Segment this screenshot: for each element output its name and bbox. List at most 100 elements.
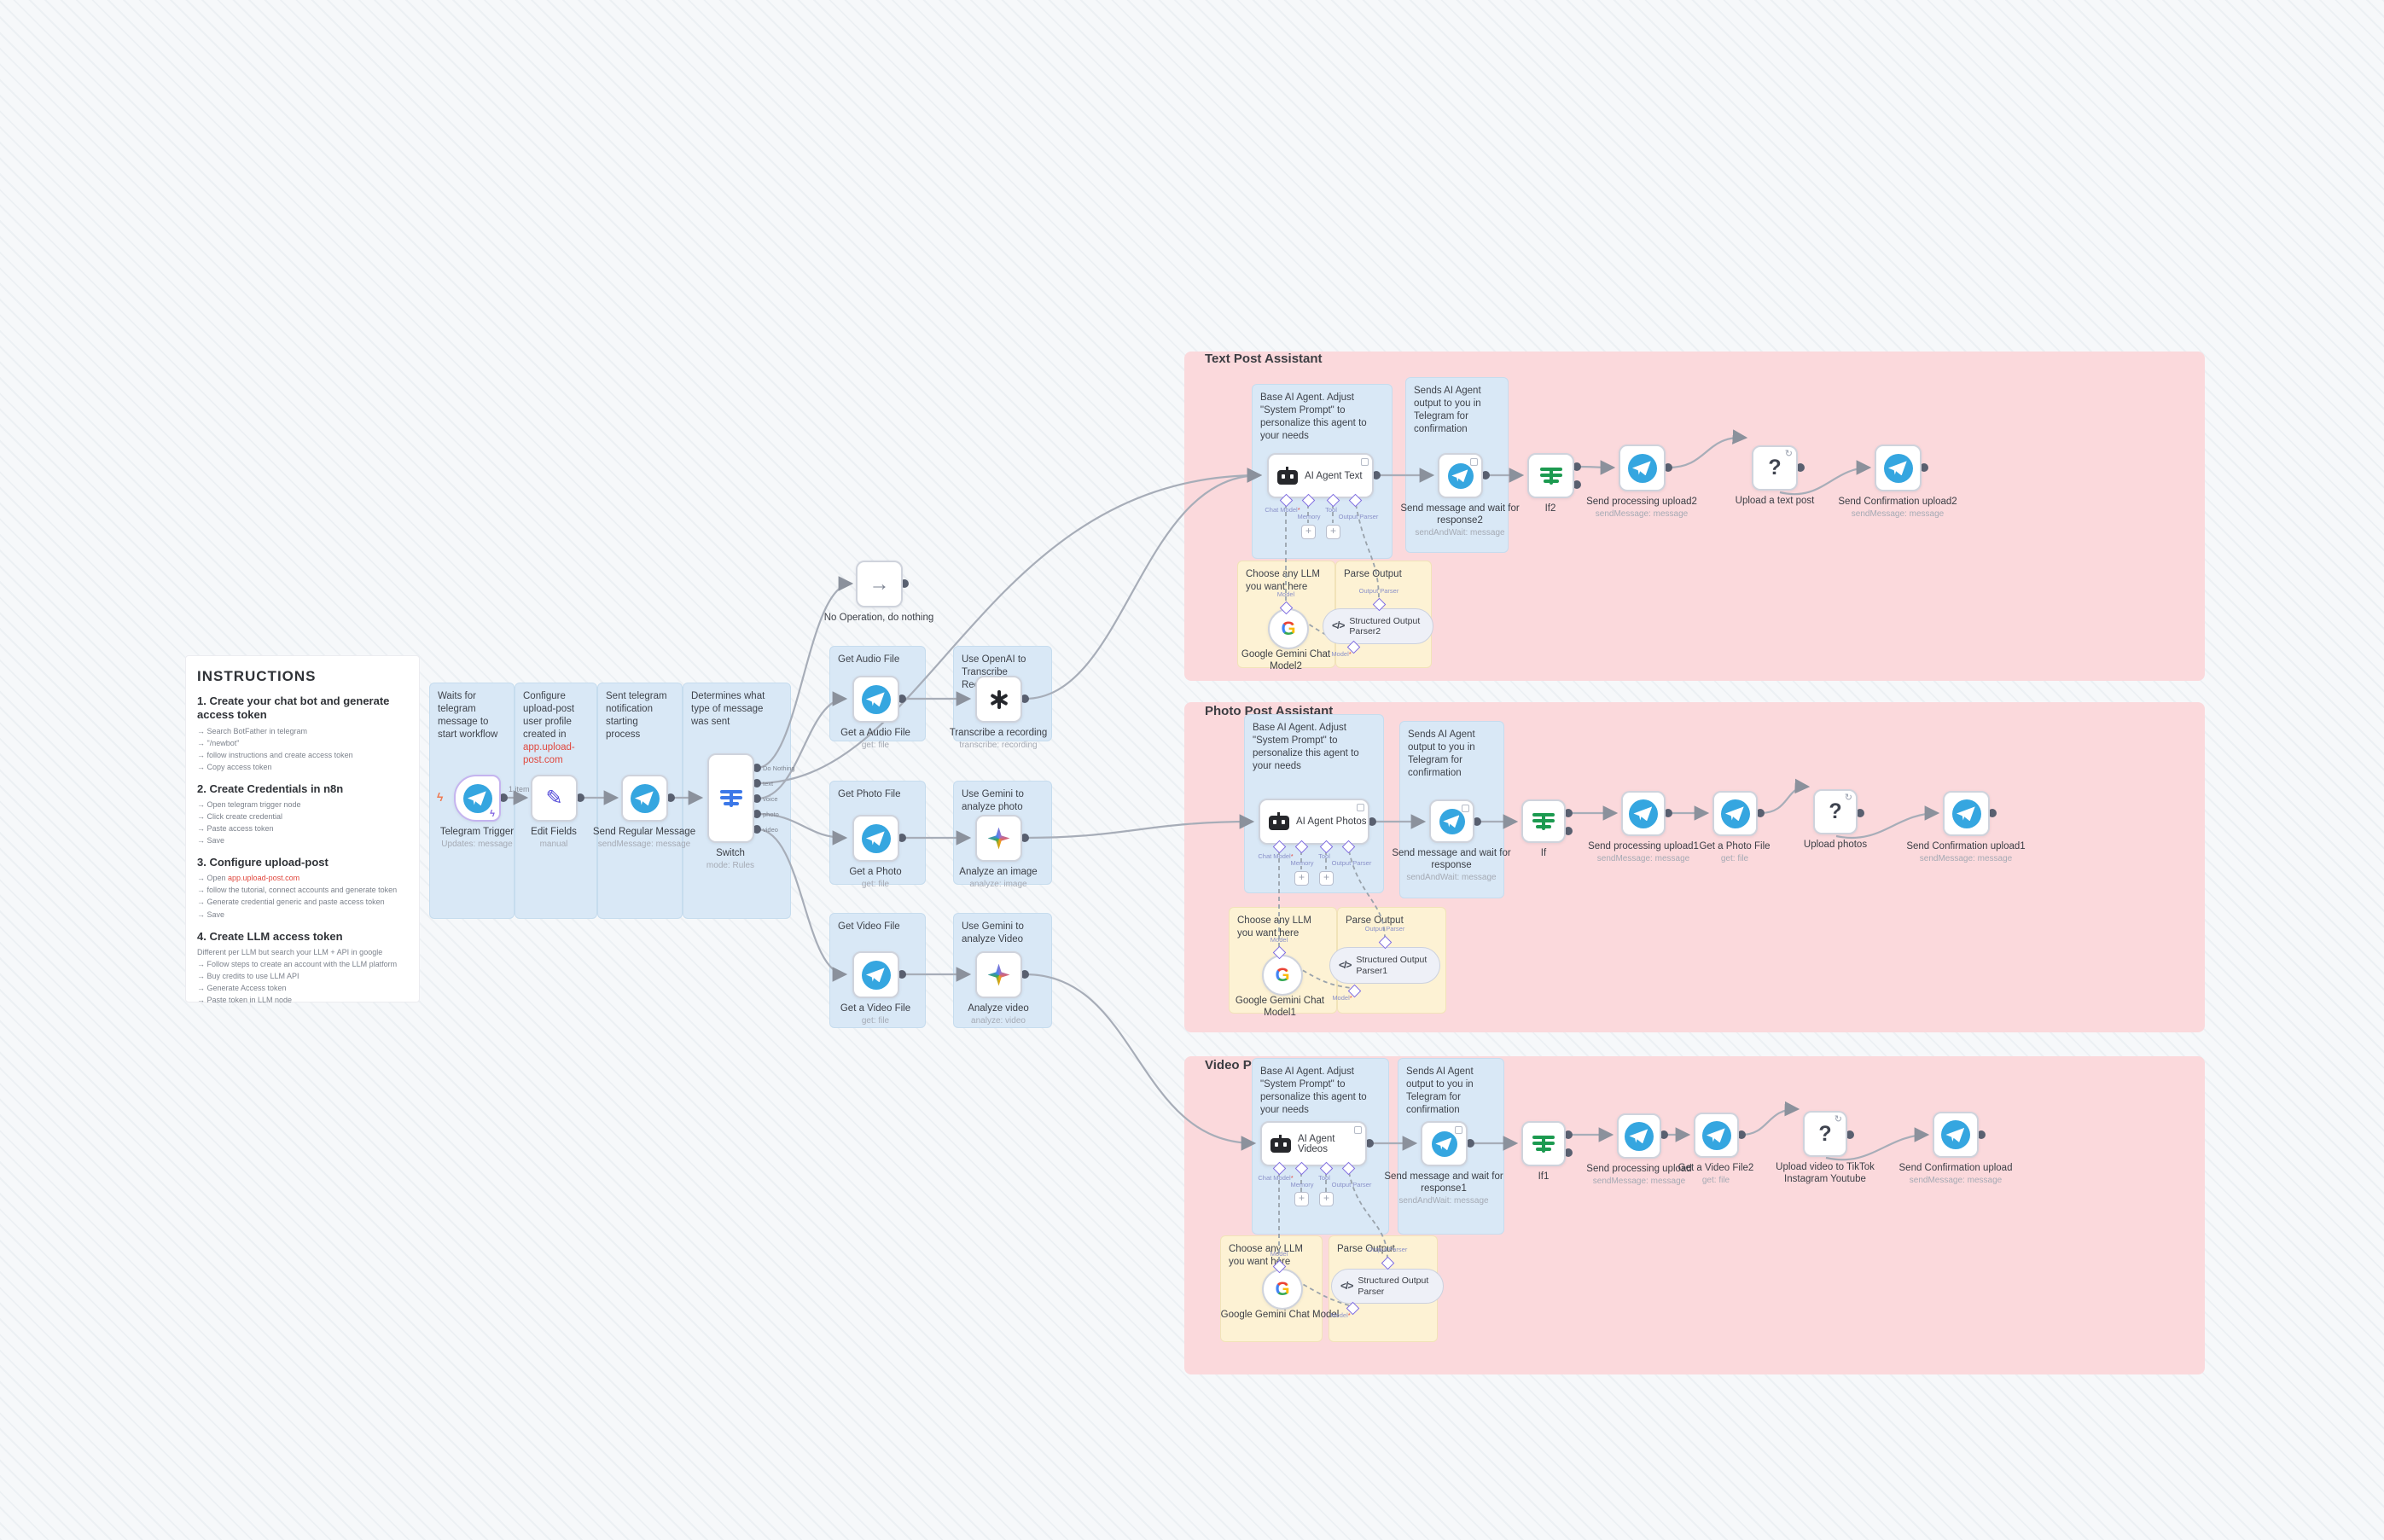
node-send-wait-response2[interactable] <box>1438 453 1483 498</box>
node-if1[interactable] <box>1521 1121 1566 1166</box>
node-no-operation[interactable]: → <box>856 561 903 607</box>
telegram-icon <box>1627 453 1657 483</box>
add-memory-button[interactable]: + <box>1294 871 1309 886</box>
openai-icon <box>989 689 1009 710</box>
instructions-heading-1: 1. Create your chat bot and generate acc… <box>197 694 390 722</box>
instructions-title: INSTRUCTIONS <box>197 668 317 684</box>
parser-model-label: Model* <box>1330 1311 1351 1319</box>
instructions-heading-4: 4. Create LLM access token <box>197 929 343 943</box>
port-label-output-parser: Output Parser <box>1331 859 1372 867</box>
node-send-regular-message[interactable] <box>621 775 668 822</box>
upload-post-link[interactable]: app.upload-post.com <box>228 874 300 883</box>
node-gemini-chat-model2[interactable]: G <box>1268 608 1309 649</box>
switch-output-label: Do Nothing <box>763 764 795 772</box>
telegram-icon <box>1447 462 1474 489</box>
telegram-icon <box>861 684 891 714</box>
node-gemini-chat-model[interactable]: G <box>1262 1269 1303 1310</box>
port-label-output-parser: Output Parser <box>1331 1181 1372 1188</box>
node-send-processing-upload1[interactable] <box>1621 791 1666 836</box>
port-label-tool: Tool <box>1325 506 1337 514</box>
question-mark-icon: ? <box>1829 799 1842 823</box>
node-send-processing-upload2[interactable] <box>1619 445 1666 491</box>
switch-output-label: photo <box>763 811 779 818</box>
node-if2[interactable] <box>1527 453 1574 498</box>
switch-output-label: voice <box>763 795 778 803</box>
add-memory-button[interactable]: + <box>1301 525 1316 539</box>
if-icon <box>1532 811 1555 832</box>
node-transcribe-recording[interactable] <box>975 676 1022 723</box>
port-label-tool: Tool <box>1318 1174 1330 1182</box>
model-port-label: Model <box>1276 590 1295 598</box>
add-tool-button[interactable]: + <box>1326 525 1340 539</box>
add-tool-button[interactable]: + <box>1319 871 1334 886</box>
section-title-text: Text Post Assistant <box>1205 352 1323 366</box>
node-structured-output-parser2[interactable]: </> Structured Output Parser2 <box>1323 608 1433 644</box>
node-switch[interactable] <box>707 753 754 843</box>
if-icon <box>1539 466 1562 486</box>
node-upload-video[interactable]: ? ↻ <box>1803 1111 1847 1157</box>
telegram-icon <box>462 783 492 813</box>
telegram-icon <box>1431 1130 1457 1157</box>
node-get-audio-file[interactable] <box>852 676 899 723</box>
node-edit-fields[interactable]: ✎ <box>531 775 578 822</box>
instr-lead: Different per LLM but search your LLM + … <box>197 947 383 956</box>
trigger-badge-icon: ϟ <box>490 809 495 819</box>
node-structured-output-parser[interactable]: </> Structured Output Parser <box>1331 1269 1444 1304</box>
node-send-confirmation-upload[interactable] <box>1933 1112 1979 1158</box>
output-parser-port-label: Output Parser <box>1364 925 1405 933</box>
google-g-icon: G <box>1275 964 1290 985</box>
model-port-label: Model <box>1270 936 1288 944</box>
node-badge-icon <box>1470 458 1478 466</box>
instr-bullet: → "/newbot" <box>197 738 240 747</box>
switch-icon <box>719 788 742 809</box>
telegram-icon <box>1629 799 1658 828</box>
instr-bullet: → Follow steps to create an account with… <box>197 959 398 968</box>
node-telegram-trigger[interactable]: ϟ <box>454 775 501 822</box>
node-ai-agent-videos[interactable]: AI Agent Videos <box>1260 1121 1367 1166</box>
node-send-wait-response1[interactable] <box>1421 1121 1468 1166</box>
upload-post-link-2[interactable]: app.upload-post.com <box>523 741 575 765</box>
robot-icon <box>1277 466 1298 485</box>
add-tool-button[interactable]: + <box>1319 1192 1334 1206</box>
output-parser-port-label: Output Parser <box>1358 587 1399 595</box>
instr-bullet: → Generate Access token <box>197 983 287 992</box>
telegram-icon <box>1439 808 1465 834</box>
node-structured-output-parser1[interactable]: </> Structured Output Parser1 <box>1329 947 1440 984</box>
node-send-processing-upload[interactable] <box>1617 1113 1661 1159</box>
telegram-icon <box>1701 1120 1731 1150</box>
instr-bullet: → Generate credential generic and paste … <box>197 898 385 907</box>
trigger-bolt-icon: ϟ <box>437 790 444 804</box>
node-send-wait-response[interactable] <box>1429 799 1474 843</box>
node-get-video-file2[interactable] <box>1694 1113 1739 1158</box>
model-port-label: Model <box>1270 1250 1288 1258</box>
instr-bullet: → Search BotFather in telegram <box>197 726 308 735</box>
node-gemini-chat-model1[interactable]: G <box>1262 955 1303 996</box>
node-get-video-file[interactable] <box>852 951 899 998</box>
agent-badge-icon <box>1361 458 1369 466</box>
node-if[interactable] <box>1521 799 1566 843</box>
node-analyze-image[interactable] <box>975 815 1022 862</box>
telegram-icon <box>1883 453 1913 483</box>
node-get-a-photo[interactable] <box>852 815 899 862</box>
node-ai-agent-photos[interactable]: AI Agent Photos <box>1259 799 1369 845</box>
add-memory-button[interactable]: + <box>1294 1192 1309 1206</box>
node-analyze-video[interactable] <box>975 951 1022 998</box>
telegram-icon <box>861 960 891 990</box>
instr-bullet: → Copy access token <box>197 762 272 771</box>
question-mark-icon: ? <box>1768 456 1782 479</box>
node-send-confirmation-upload1[interactable] <box>1943 791 1990 836</box>
node-badge-icon <box>1462 805 1469 812</box>
instructions-note[interactable]: INSTRUCTIONS 1. Create your chat bot and… <box>185 655 420 1004</box>
refresh-icon: ↻ <box>1834 1114 1842 1124</box>
port-label-chat-model: Chat Model* <box>1258 1174 1294 1182</box>
node-upload-text-post[interactable]: ? ↻ <box>1752 445 1798 491</box>
node-send-confirmation-upload2[interactable] <box>1875 445 1922 491</box>
google-g-icon: G <box>1275 1278 1290 1299</box>
node-ai-agent-text[interactable]: AI Agent Text <box>1267 453 1374 498</box>
node-get-photo-file[interactable] <box>1712 791 1758 836</box>
port-label-memory: Memory <box>1297 513 1321 520</box>
agent-badge-icon <box>1357 804 1364 811</box>
robot-icon <box>1269 812 1289 830</box>
node-upload-photos[interactable]: ? ↻ <box>1813 789 1858 834</box>
port-label-output-parser: Output Parser <box>1338 513 1379 520</box>
